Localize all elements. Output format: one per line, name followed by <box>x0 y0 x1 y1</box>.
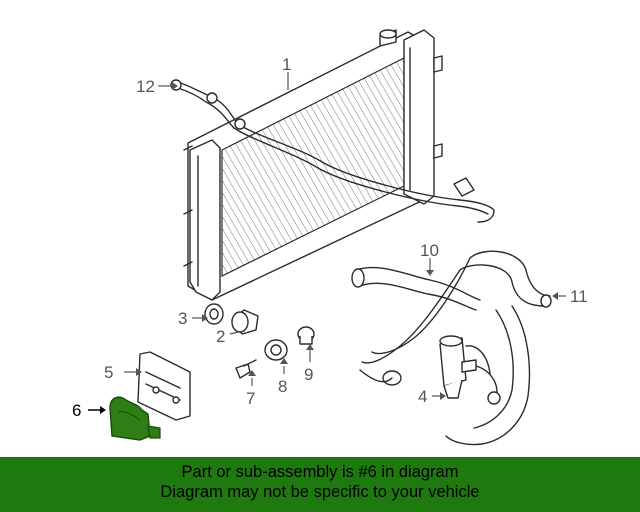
leader-lines <box>88 72 566 414</box>
radiator <box>183 29 443 301</box>
callout-9: 9 <box>304 365 313 384</box>
grommet-8 <box>264 339 288 361</box>
banner-line-disclaimer: Diagram may not be specific to your vehi… <box>160 483 480 501</box>
callout-6: 6 <box>72 401 81 420</box>
callout-1: 1 <box>282 55 291 74</box>
callout-4: 4 <box>418 387 427 406</box>
bushing-2 <box>231 309 259 335</box>
callout-8: 8 <box>278 377 287 396</box>
cap-9 <box>297 326 315 345</box>
cooler-pipe <box>170 79 495 223</box>
upper-hose-10 <box>351 266 481 311</box>
callout-3: 3 <box>178 309 187 328</box>
callout-2: 2 <box>216 327 225 346</box>
part-6-highlighted <box>109 396 161 441</box>
bolt-7 <box>235 359 257 379</box>
bushing-3 <box>204 303 224 325</box>
lower-hose-11 <box>359 250 552 446</box>
bracket-5 <box>137 351 191 421</box>
callout-7: 7 <box>246 389 255 408</box>
valve-4 <box>439 335 501 405</box>
callout-5: 5 <box>104 363 113 382</box>
callout-10: 10 <box>420 241 439 260</box>
info-banner: Part or sub-assembly is #6 in diagram Di… <box>0 457 640 512</box>
callout-12: 12 <box>136 77 155 96</box>
parts-diagram: 1 12 3 2 5 6 7 8 9 10 11 4 <box>72 29 588 446</box>
banner-line-part: Part or sub-assembly is #6 in diagram <box>181 463 459 481</box>
callout-11: 11 <box>570 287 588 306</box>
